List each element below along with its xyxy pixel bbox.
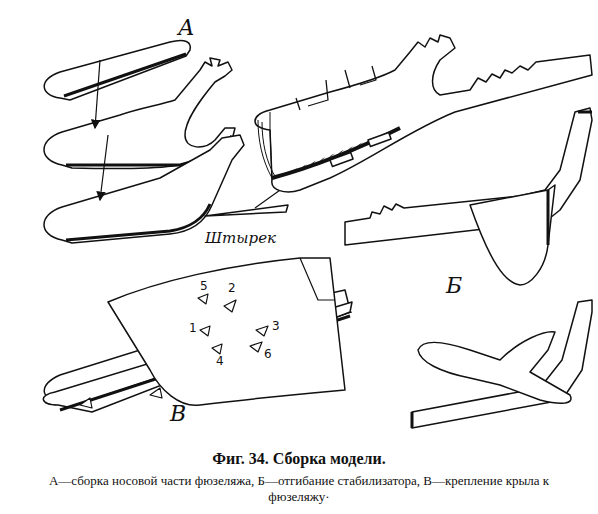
callout-number: 3	[272, 320, 280, 333]
figure-caption: Фиг. 34. Сборка модели.	[0, 450, 598, 468]
tail-finished	[412, 300, 592, 428]
assembled-fuselage	[255, 35, 592, 192]
figure-letter: В	[170, 402, 186, 426]
caption-description: А—сборка носовой части фюзеляжа, Б—отгиб…	[20, 473, 578, 506]
callout-number: 1	[189, 322, 197, 335]
callout-number: 6	[264, 348, 272, 361]
callout-number: 4	[216, 355, 224, 368]
callout-number: 5	[200, 280, 208, 293]
callout-number: 2	[228, 282, 236, 295]
part-label: Штырек	[205, 230, 276, 247]
figure-letter: Б	[446, 274, 462, 298]
nose-parts	[44, 40, 244, 243]
figure-letter: А	[178, 16, 195, 40]
wing-attach	[43, 258, 352, 412]
tail-bending	[345, 108, 592, 285]
